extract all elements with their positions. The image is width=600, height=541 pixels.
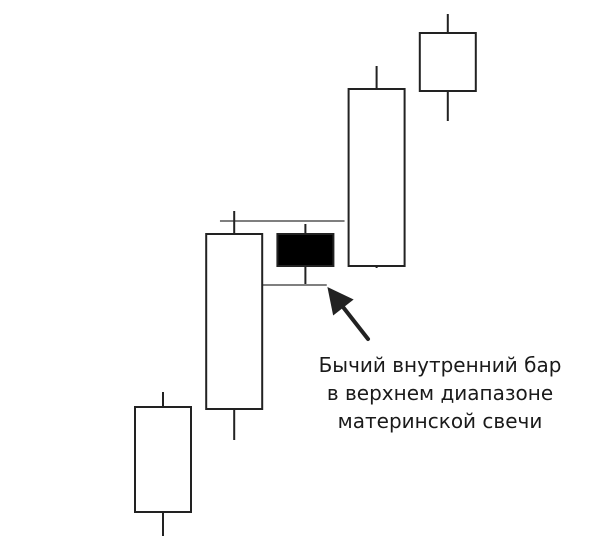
candle-1 [134, 392, 192, 536]
candle-2-body [205, 233, 264, 410]
annotation-arrow [327, 287, 370, 341]
candle-1-body [134, 406, 192, 513]
candles [134, 14, 477, 536]
arrow-head [327, 287, 354, 316]
annotation-line-1: Бычий внутренний бар [318, 353, 562, 377]
candle-2 [205, 211, 264, 440]
annotation-line-3: материнской свечи [337, 409, 543, 433]
candle-5 [418, 14, 477, 121]
candle-3-body [276, 233, 335, 267]
annotation-line-2: в верхнем диапазоне [326, 381, 554, 405]
arrow-shaft [341, 305, 370, 341]
candle-5-body [418, 32, 477, 92]
candle-3 [276, 224, 335, 284]
annotation-caption: Бычий внутренний бар в верхнем диапазоне… [290, 351, 590, 435]
candle-4-body [347, 88, 406, 267]
candle-4 [347, 66, 406, 268]
